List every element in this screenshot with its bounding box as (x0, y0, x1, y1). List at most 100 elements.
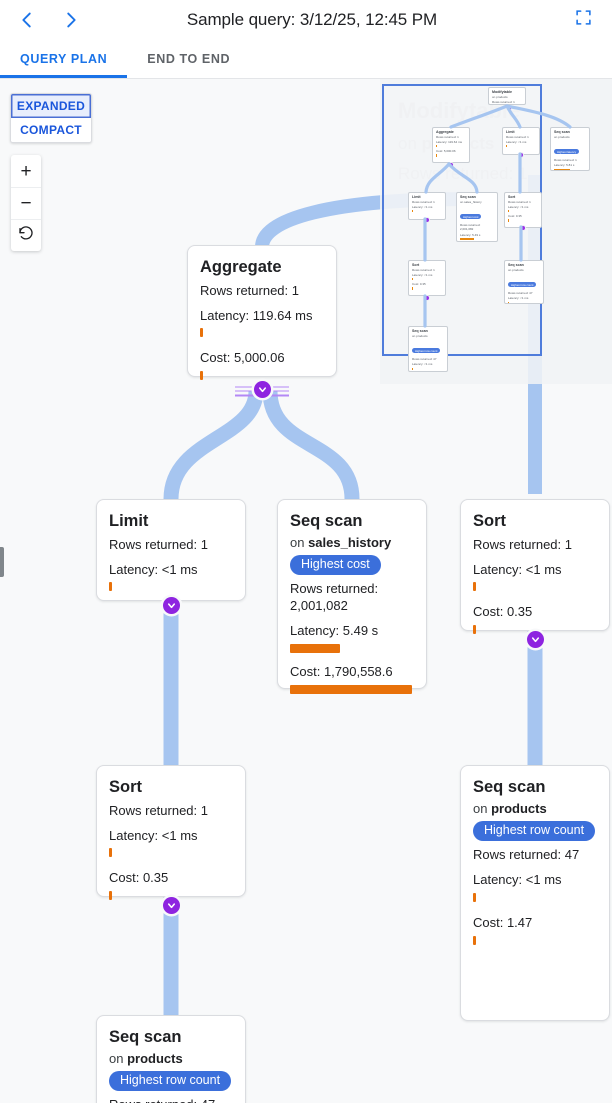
fullscreen-button[interactable] (566, 3, 600, 37)
minimap-node-latency: Latency: 5.49 s (460, 232, 481, 237)
tab-bar: QUERY PLAN END TO END (0, 40, 612, 79)
minimap-toggle-dot (507, 106, 511, 110)
node-seqscan-products-right-cost: Cost: 1.47 (473, 915, 533, 931)
minimap-node-badge: Highest latency (554, 149, 580, 155)
minimap-node-latency: Latency: 119.64 ms (436, 139, 462, 144)
node-seqscan-products-right-latency-bar (473, 893, 476, 903)
node-seqscan-sales-history-title: Seq scan (290, 512, 363, 530)
status-badge-highest-row-count: Highest row count (109, 1070, 232, 1092)
node-seqscan-products-bottom-subtitle: on products (109, 1051, 233, 1066)
minimap-node-rows: Rows returned: 1 (412, 200, 435, 205)
minimap-node-title: Sort (508, 195, 516, 199)
minimap-node-title: Seq scan (554, 130, 570, 134)
node-limit-latency: Latency: <1 ms (109, 561, 198, 577)
minimap-cost-bar (508, 219, 509, 222)
minimap-latency-bar (436, 145, 437, 148)
minimap-cost-bar (412, 287, 413, 290)
toggle-sort-left[interactable] (144, 896, 198, 914)
node-sort-right-latency: Latency: <1 ms (473, 561, 562, 577)
minimap-node: Seq scan on products Highest row count R… (408, 326, 448, 372)
chevron-down-icon[interactable] (162, 896, 180, 914)
minimap-node-latency: Latency: <1 ms (508, 296, 529, 301)
node-sort-right[interactable]: Sort Rows returned: 1 Latency: <1 ms Cos… (460, 499, 610, 635)
status-badge-highest-cost: Highest cost (290, 554, 381, 576)
zoom-in-button[interactable]: + (20, 160, 32, 182)
forward-button[interactable] (54, 3, 88, 37)
minimap-node-latency: Latency: <1 ms (506, 139, 527, 144)
zoom-out-button[interactable]: − (11, 187, 41, 219)
node-sort-left-title: Sort (109, 778, 142, 796)
node-seqscan-sales-history-cost: Cost: 1,790,558.6 (290, 663, 393, 679)
minimap-latency-bar (508, 210, 509, 213)
minimap-node-latency: Latency: <1 ms (412, 204, 433, 209)
node-sort-right-cost-bar (473, 625, 476, 635)
minimap-node: Seq scan on sales_history Highest cost R… (456, 192, 498, 242)
minimap-node-sub: on products (492, 95, 508, 100)
reset-view-button[interactable] (11, 219, 41, 251)
minimap-node-rows: Rows returned: 1 (436, 135, 459, 140)
minimap-node-title: Limit (506, 130, 515, 134)
minimap-node-cost: Cost: 0.35 (508, 214, 522, 219)
node-aggregate-latency-bar (200, 328, 203, 338)
minimap-toggle-dot (425, 218, 429, 222)
minimap-node-rows: Rows returned: 47 (508, 290, 533, 295)
minimap-node-sub: on products (412, 334, 428, 339)
edge-aggregate-to-limit (163, 390, 264, 500)
seqscan-table-name: products (127, 1050, 183, 1066)
minimap-node-latency: Latency: <1 ms (412, 362, 433, 367)
node-seqscan-sales-history-latency-bar (290, 643, 340, 653)
node-sort-right-cost: Cost: 0.35 (473, 604, 533, 620)
node-limit-title: Limit (109, 512, 149, 530)
node-seqscan-products-right-latency: Latency: <1 ms (473, 872, 562, 888)
node-seqscan-sales-history-rows-value: 2,001,082 (290, 598, 348, 614)
node-seqscan-products-right[interactable]: Seq scan on products Highest row count R… (460, 765, 610, 1021)
minimap-toggle-dot (449, 163, 453, 167)
node-limit-rows: Rows returned: 1 (109, 536, 208, 552)
minimap-node-sub: on products (554, 135, 570, 140)
node-aggregate[interactable]: Aggregate Rows returned: 1 Latency: 119.… (187, 245, 337, 381)
node-seqscan-products-bottom[interactable]: Seq scan on products Highest row count R… (96, 1015, 246, 1103)
minimap-node-title: Seq scan (460, 195, 476, 199)
minimap-node-cost: Cost: 0.35 (412, 282, 426, 287)
minimap-node: Sort Rows returned: 1 Latency: <1 ms Cos… (504, 192, 542, 228)
tab-end-to-end[interactable]: END TO END (127, 40, 250, 78)
node-seqscan-sales-history[interactable]: Seq scan on sales_history Highest cost R… (277, 499, 427, 694)
minimap-latency-bar (460, 238, 474, 241)
node-aggregate-cost: Cost: 5,000.06 (200, 350, 285, 366)
minimap-cost-bar (436, 154, 437, 157)
chevron-down-icon[interactable] (253, 380, 271, 398)
tab-query-plan[interactable]: QUERY PLAN (0, 40, 128, 78)
mode-compact-button[interactable]: COMPACT (11, 118, 91, 142)
minimap-node-cost: Cost: 5,000.06 (436, 149, 456, 154)
minimap-node: Aggregate Rows returned: 1 Latency: 119.… (432, 127, 470, 163)
chevron-down-icon[interactable] (162, 596, 180, 614)
reset-rotate-icon (18, 225, 34, 246)
fullscreen-icon (575, 9, 592, 31)
seqscan-table-name: sales_history (308, 534, 392, 550)
node-limit[interactable]: Limit Rows returned: 1 Latency: <1 ms (96, 499, 246, 601)
minimap-node-title: Seq scan (508, 263, 524, 267)
plan-canvas[interactable]: Modifytable on products Rows returned: 1… (0, 79, 612, 1103)
minimap-latency-bar (508, 301, 509, 303)
tab-query-plan-label: QUERY PLAN (20, 52, 108, 66)
node-sort-right-latency-bar (473, 582, 476, 592)
edge-aggregate-to-seqscan (262, 390, 360, 500)
node-sort-left-cost: Cost: 0.35 (109, 870, 169, 886)
node-sort-left-cost-bar (109, 891, 112, 901)
minimap-node-rows: Rows returned: 2,001,082 (460, 222, 481, 232)
toggle-sort-right[interactable] (508, 630, 562, 648)
toggle-limit[interactable] (144, 596, 198, 614)
panel-resize-handle[interactable] (0, 547, 4, 577)
minimap[interactable]: Modifytable on products Rows returned: 1… (380, 79, 612, 384)
toggle-aggregate[interactable] (235, 380, 289, 398)
minimap-node-title: Aggregate (436, 130, 454, 134)
node-seqscan-sales-history-cost-bar (290, 684, 412, 694)
tab-end-to-end-label: END TO END (147, 52, 231, 66)
back-button[interactable] (10, 3, 44, 37)
minimap-node: Sort Rows returned: 1 Latency: <1 ms Cos… (408, 260, 446, 296)
chevron-left-icon (16, 9, 38, 31)
node-sort-left[interactable]: Sort Rows returned: 1 Latency: <1 ms Cos… (96, 765, 246, 901)
chevron-down-icon[interactable] (526, 630, 544, 648)
mode-expanded-button[interactable]: EXPANDED (11, 94, 91, 118)
minimap-toggle-dot (425, 296, 429, 300)
